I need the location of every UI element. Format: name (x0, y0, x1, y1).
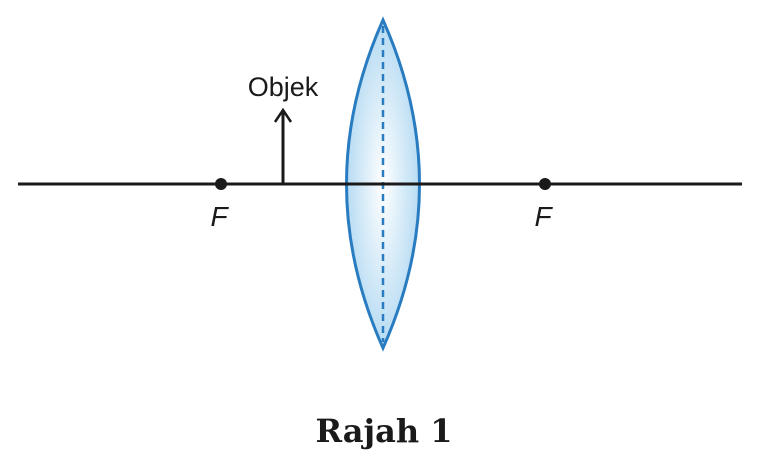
focal-label-left: F (210, 201, 229, 232)
focal-point-left (215, 178, 227, 190)
focal-point-right (539, 178, 551, 190)
focal-label-right: F (534, 201, 553, 232)
object-arrow-icon (273, 107, 293, 184)
object-label: Objek (248, 72, 319, 102)
figure-caption: Rajah 1 (315, 412, 453, 450)
